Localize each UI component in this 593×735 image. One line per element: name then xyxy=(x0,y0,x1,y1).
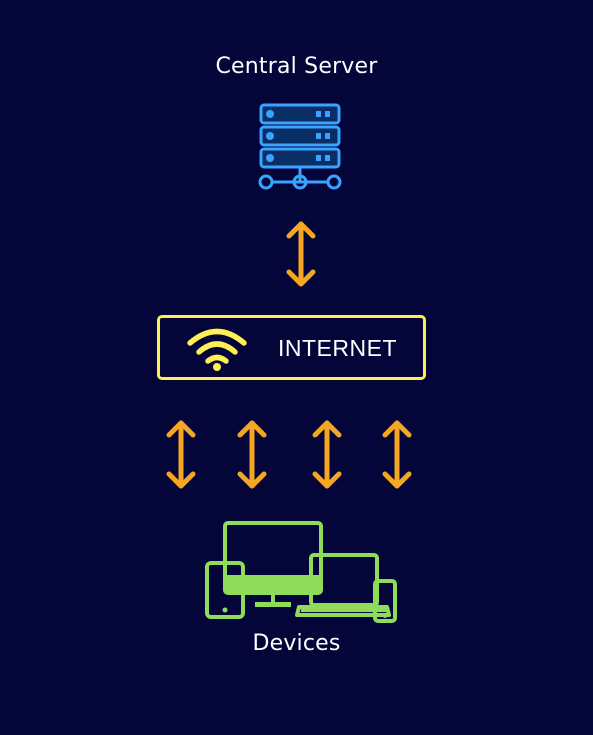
server-internet-arrow xyxy=(286,221,316,287)
device-arrows xyxy=(166,420,412,489)
devices-label: Devices xyxy=(252,631,341,656)
central-server-label: Central Server xyxy=(215,54,378,79)
devices-icon xyxy=(205,521,397,623)
internet-box: INTERNET xyxy=(157,315,426,380)
double-arrow-icon xyxy=(166,420,196,489)
server-rack-icon xyxy=(258,103,342,190)
double-arrow-icon xyxy=(382,420,412,489)
internet-label: INTERNET xyxy=(278,335,397,361)
wifi-icon xyxy=(187,328,247,371)
double-arrow-icon xyxy=(312,420,342,489)
double-arrow-icon xyxy=(237,420,267,489)
